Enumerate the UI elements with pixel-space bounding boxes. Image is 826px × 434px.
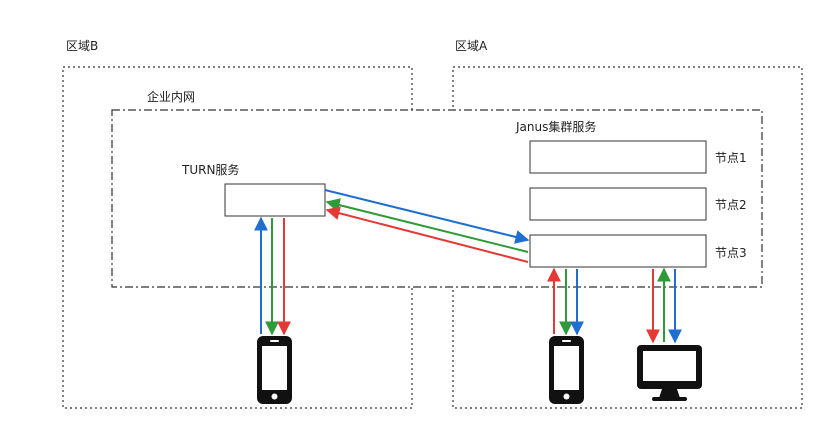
turn-server-box — [224, 183, 326, 217]
janus-node-1-box — [529, 140, 707, 174]
janus-node-1-label: 节点1 — [715, 151, 747, 165]
turn-to-node3-arrow-blue — [324, 189, 530, 244]
turn-service-label: TURN服务 — [182, 163, 240, 177]
node3-to-turn-arrow-green — [325, 198, 529, 253]
phone-icon — [257, 336, 292, 404]
node3-to-turn-arrow-red — [325, 206, 529, 263]
janus-cluster-label: Janus集群服务 — [516, 120, 597, 134]
janus-node-3-box — [529, 234, 707, 268]
region-b-label: 区域B — [66, 39, 99, 53]
desktop-monitor-icon — [637, 345, 702, 401]
janus-node-2-label: 节点2 — [715, 198, 747, 212]
janus-node-3-label: 节点3 — [715, 246, 747, 260]
region-a-label: 区域A — [455, 39, 488, 53]
phone-icon — [549, 336, 584, 404]
intranet-label: 企业内网 — [147, 90, 196, 104]
janus-node-2-box — [529, 187, 707, 221]
